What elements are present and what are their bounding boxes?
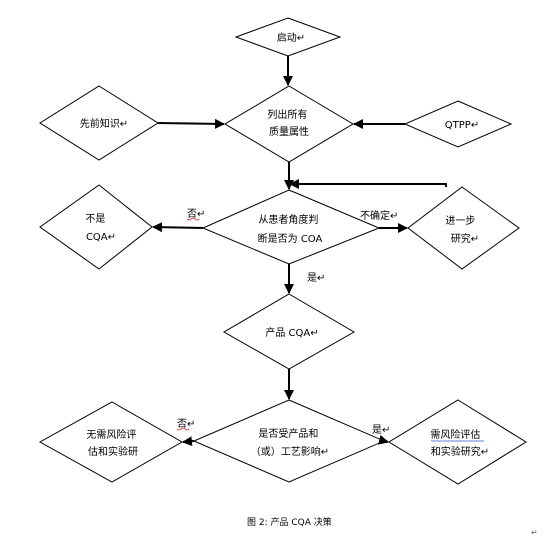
node-not-cqa-line-2: CQA↵ [86,232,116,243]
svg-text:产品 CQA↵: 产品 CQA↵ [265,326,318,339]
edge-label-uncertain: 不确定↵ [360,209,398,222]
node-no-risk-assessment: 无需风险评 估和实验研 [38,401,184,483]
svg-text:需风险评估 和实验研究↵: 需风险评估 和实验研究↵ [430,428,489,458]
node-affected-by-process: 是否受产品和 （或）工艺影响↵ [192,399,386,483]
svg-text:不是 CQA↵: 不是 CQA↵ [85,213,116,243]
svg-text:列出所有 质量属性: 列出所有 质量属性 [267,108,310,138]
node-further-study-line-1: 进一步 [445,215,475,227]
node-no-risk-assessment-line-2: 估和实验研 [88,445,138,458]
node-further-study: 进一步 研究↵ [407,186,520,270]
node-list-attributes: 列出所有 质量属性 [224,85,354,163]
node-list-attributes-line-1: 列出所有 [267,108,307,121]
edge-prior-to-list [157,118,225,129]
node-affected-by-process-line-2: （或）工艺影响↵ [251,445,329,458]
node-start-line-1: 启动↵ [277,31,305,44]
node-no-risk-assessment-line-1: 无需风险评 [86,428,136,441]
node-list-attributes-line-2: 质量属性 [269,125,309,138]
edge-patient-to-not-cqa [152,222,204,233]
node-not-cqa: 不是 CQA↵ [39,184,153,270]
node-qtpp-line-1: QTPP↵ [445,120,479,131]
node-product-cqa-line-1: 产品 CQA↵ [265,326,318,339]
node-further-study-line-2: 研究↵ [451,232,479,245]
node-start: 启动↵ [234,17,342,57]
edge-label-no-2: 否↵ [177,418,195,430]
svg-text:启动↵: 启动↵ [277,31,305,44]
node-patient-judgement: 从患者角度判 断是否为 COA [201,189,381,265]
figure-caption: 图 2: 产品 CQA 决策 [247,516,332,528]
node-need-risk-assessment: 需风险评估 和实验研究↵ [388,399,527,485]
node-need-risk-assessment-line-1: 需风险评估 [430,428,480,441]
svg-text:QTPP↵: QTPP↵ [445,120,479,131]
svg-text:从患者角度判 断是否为 COA: 从患者角度判 断是否为 COA [258,213,323,245]
node-prior-knowledge: 先前知识↵ [39,85,159,161]
edge-affected-to-no-need [182,436,195,447]
node-not-cqa-line-1: 不是 [85,213,105,225]
edge-label-no-1: 否↵ [187,208,205,220]
edge-further-loop-back [289,179,447,189]
node-product-cqa: 产品 CQA↵ [222,293,356,370]
node-need-risk-assessment-line-2: 和实验研究↵ [431,445,489,458]
svg-text:进一步 研究↵: 进一步 研究↵ [445,215,479,245]
node-qtpp: QTPP↵ [403,100,513,148]
edge-label-yes-1: 是↵ [307,272,325,284]
edge-label-yes-2: 是↵ [372,424,390,436]
svg-text:无需风险评 估和实验研: 无需风险评 估和实验研 [86,428,139,458]
svg-text:先前知识↵: 先前知识↵ [80,117,128,130]
svg-text:是否受产品和 （或）工艺影响↵: 是否受产品和 （或）工艺影响↵ [251,427,329,458]
node-affected-by-process-line-1: 是否受产品和 [258,427,318,440]
node-prior-knowledge-line-1: 先前知识↵ [80,117,128,130]
edge-affected-to-need [378,434,389,445]
node-patient-judgement-line-1: 从患者角度判 [258,213,318,226]
node-patient-judgement-line-2: 断是否为 COA [258,232,323,245]
paragraph-mark: ↵ [531,528,538,537]
